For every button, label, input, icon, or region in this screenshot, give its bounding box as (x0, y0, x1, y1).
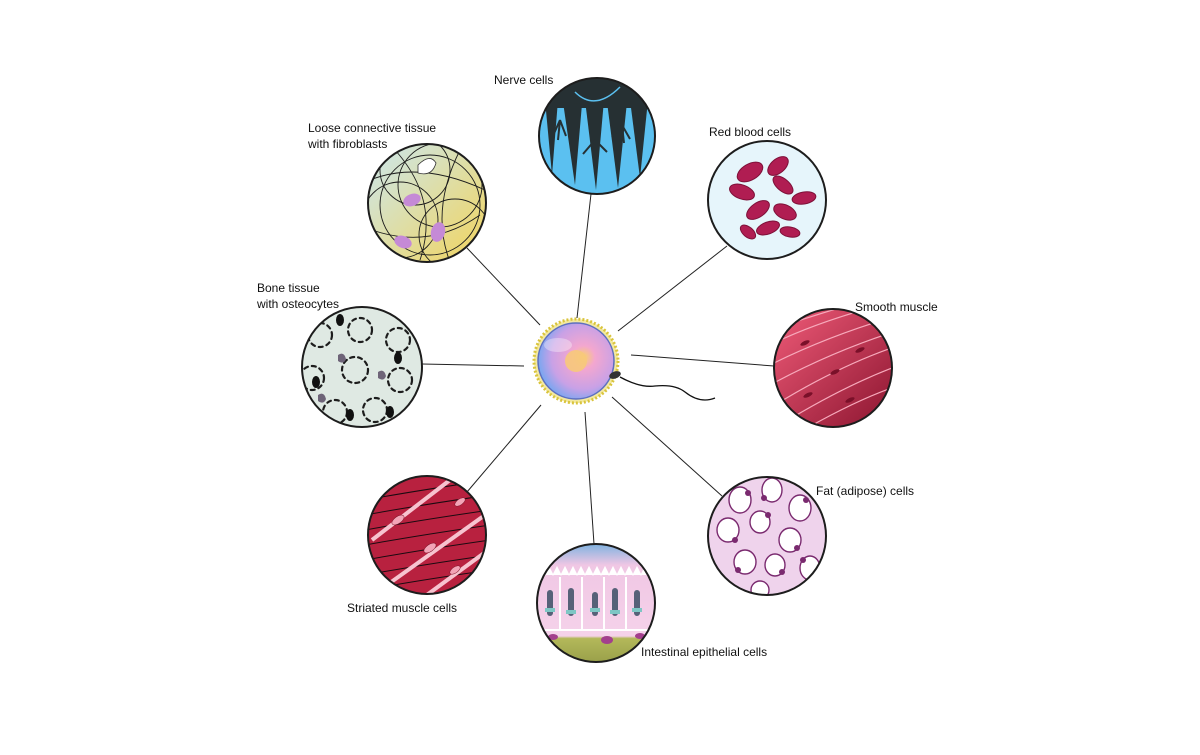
label-striated-muscle-line-1: Striated muscle cells (347, 601, 458, 615)
connective-tissue-circle (367, 143, 487, 263)
label-fat-cells: Fat (adipose) cells (816, 483, 914, 499)
label-bone-tissue-line-1: Bone tissue (257, 281, 320, 295)
connector-nerve (576, 193, 592, 319)
nerve-cells-circle (538, 77, 656, 195)
connector-smooth (630, 354, 775, 367)
label-bone-tissue: Bone tissue with osteocytes (257, 280, 339, 312)
connector-connective (466, 247, 541, 326)
connector-fat (611, 396, 723, 497)
label-red-blood-cells-line-1: Red blood cells (709, 125, 792, 139)
zygote-cell (532, 317, 620, 405)
bone-tissue-circle (301, 306, 423, 428)
label-red-blood-cells: Red blood cells (709, 124, 791, 140)
connector-bone (421, 363, 525, 367)
label-connective-tissue-line-2: with fibroblasts (308, 137, 388, 151)
label-intestinal-epithelial: Intestinal epithelial cells (641, 644, 767, 660)
connector-striated (466, 404, 542, 493)
label-connective-tissue: Loose connective tissue with fibroblasts (308, 120, 436, 152)
sperm-cell (609, 371, 716, 401)
striated-muscle-circle (367, 475, 487, 595)
label-connective-tissue-line-1: Loose connective tissue (308, 121, 437, 135)
label-nerve-cells-line-1: Nerve cells (494, 73, 554, 87)
red-blood-cells-circle (707, 140, 827, 260)
connector-intestinal (584, 411, 595, 545)
fat-cells-circle (707, 476, 827, 596)
label-striated-muscle: Striated muscle cells (347, 600, 457, 616)
label-bone-tissue-line-2: with osteocytes (257, 297, 340, 311)
connector-rbc (617, 245, 728, 332)
nucleus (565, 350, 587, 372)
intestinal-epithelial-circle (536, 543, 656, 663)
label-nerve-cells: Nerve cells (494, 72, 553, 88)
label-fat-cells-line-1: Fat (adipose) cells (816, 484, 915, 498)
connector-lines (421, 193, 775, 545)
label-smooth-muscle: Smooth muscle (855, 299, 938, 315)
label-smooth-muscle-line-1: Smooth muscle (855, 300, 938, 314)
label-intestinal-epithelial-line-1: Intestinal epithelial cells (641, 645, 768, 659)
